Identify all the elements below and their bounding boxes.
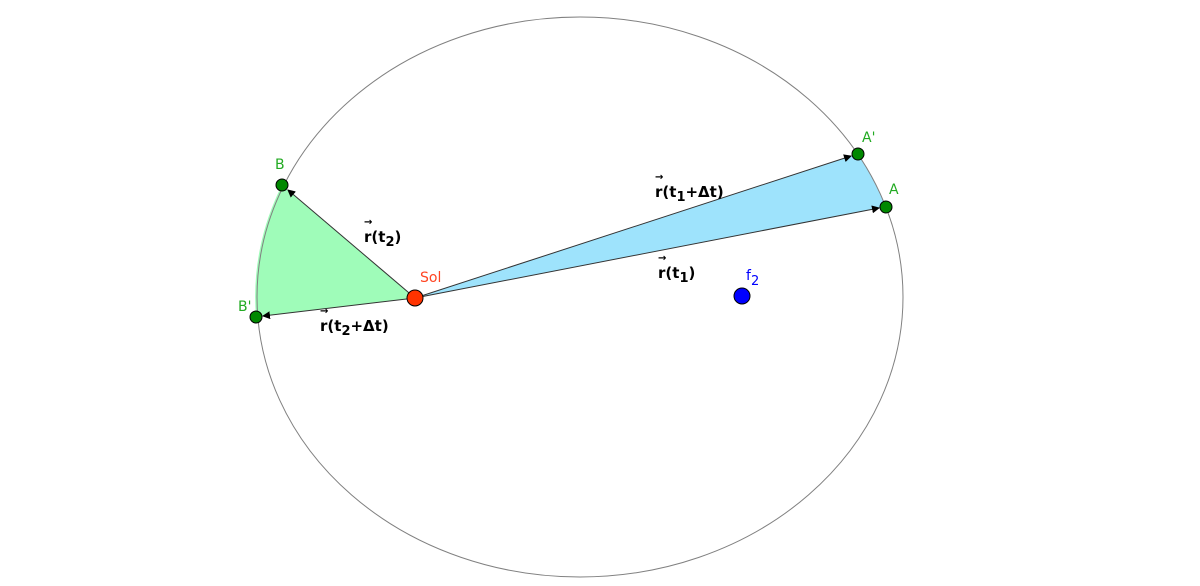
label-sun: Sol xyxy=(420,270,441,286)
label-r-t2: →r(t2) xyxy=(364,217,401,250)
focus2-point[interactable] xyxy=(733,287,751,305)
sun-point[interactable] xyxy=(406,289,424,307)
label-a-prime: A' xyxy=(862,130,875,146)
vector-r-t2-dt xyxy=(262,297,416,320)
label-a: A xyxy=(889,182,899,198)
label-r-t1-dt: →r(t1+Δt) xyxy=(655,172,724,205)
orbit-ellipse xyxy=(256,16,904,578)
vector-r-t1 xyxy=(414,205,880,299)
label-focus2: f2 xyxy=(746,268,759,289)
label-r-t1: →r(t1) xyxy=(658,253,695,286)
point-b-prime[interactable] xyxy=(249,310,263,324)
point-a[interactable] xyxy=(879,200,893,214)
label-b-prime: B' xyxy=(238,299,251,315)
point-b[interactable] xyxy=(275,178,289,192)
sector-b xyxy=(255,185,415,317)
vector-r-t1-dt xyxy=(414,154,852,299)
vector-r-t2 xyxy=(287,189,416,299)
point-a-prime[interactable] xyxy=(851,147,865,161)
sector-a xyxy=(415,154,886,298)
label-b: B xyxy=(275,157,285,173)
label-r-t2-dt: →r(t2+Δt) xyxy=(320,306,389,339)
